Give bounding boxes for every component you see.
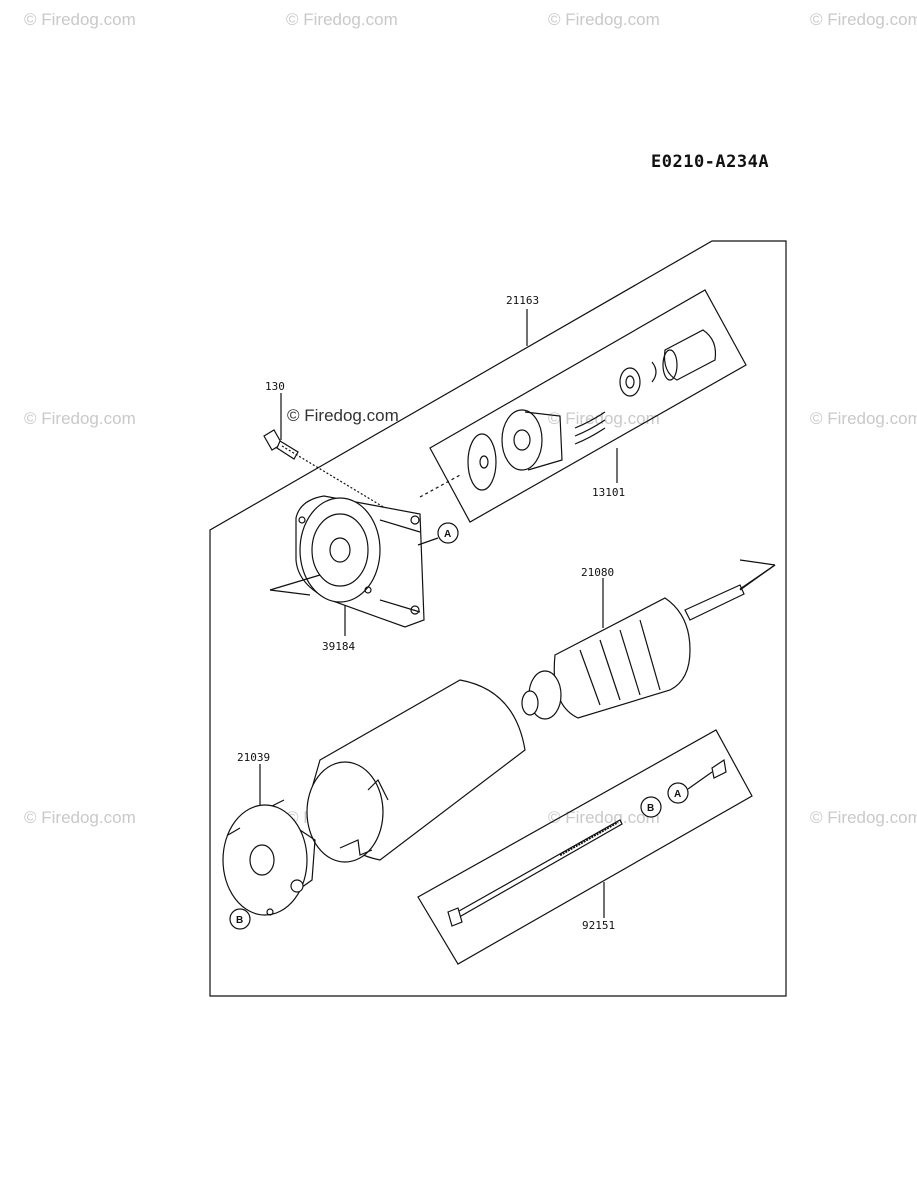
part-label-92151: 92151 <box>582 919 615 932</box>
through-bolt-92151 <box>447 758 727 927</box>
part-label-130: 130 <box>265 380 285 393</box>
part-label-21039: 21039 <box>237 751 270 764</box>
watermark: © Firedog.com <box>810 409 917 428</box>
watermark-overlay: © Firedog.com <box>287 406 399 425</box>
callout-circle <box>229 908 251 930</box>
part-label-21080: 21080 <box>581 566 614 579</box>
bolt-kit-box <box>417 729 753 965</box>
callout-label: A <box>674 789 681 800</box>
watermark: © Firedog.com <box>810 808 917 827</box>
brush-plate-21039 <box>222 799 316 916</box>
drive-kit-box <box>429 289 747 523</box>
assembly-frame <box>209 240 787 997</box>
callout-label: A <box>444 529 451 540</box>
housing-39184 <box>269 473 463 628</box>
watermark: © Firedog.com <box>810 10 917 29</box>
watermark: © Firedog.com <box>548 10 660 29</box>
callout-circle <box>640 796 662 818</box>
callout-leader <box>417 537 439 546</box>
watermark: © Firedog.com <box>24 10 136 29</box>
yoke-cylinder <box>306 679 526 863</box>
callout-label: B <box>647 803 654 814</box>
callout-circle <box>667 782 689 804</box>
part-label-13101: 13101 <box>592 486 625 499</box>
watermark: © Firedog.com <box>548 808 660 827</box>
part-label-21163: 21163 <box>506 294 539 307</box>
watermark: © Firedog.com <box>24 409 136 428</box>
callout-circle <box>437 522 459 544</box>
part-label-39184: 39184 <box>322 640 355 653</box>
diagram-code: E0210-A234A <box>651 152 770 172</box>
callout-leader <box>687 771 713 790</box>
armature-21080 <box>521 559 776 720</box>
watermark: © Firedog.com <box>24 808 136 827</box>
callout-label: B <box>236 915 243 926</box>
watermark: © Firedog.com <box>286 10 398 29</box>
drive-parts <box>467 329 717 491</box>
watermark: © Firedog.com <box>548 409 660 428</box>
